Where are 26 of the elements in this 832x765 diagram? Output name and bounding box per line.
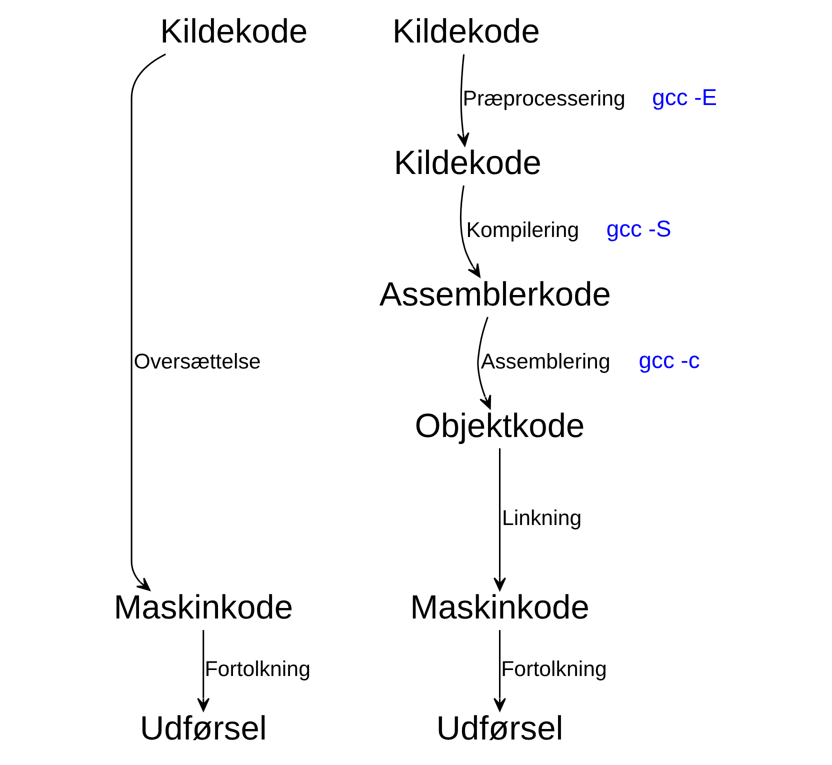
- node-text: Objektkode: [414, 408, 584, 445]
- label: gcc -c: [638, 346, 700, 373]
- edge-label: Assemblering: [480, 349, 610, 374]
- label: gcc -E: [652, 84, 717, 110]
- node-text: Maskinkode: [113, 590, 293, 627]
- label: gcc -S: [606, 216, 671, 242]
- arrow: [130, 54, 166, 591]
- node-text: Kildekode: [160, 14, 308, 51]
- node-text: Udførsel: [436, 710, 563, 748]
- node-text: Kildekode: [393, 145, 541, 182]
- arrow: [493, 630, 506, 712]
- edge-label: Linkning: [501, 506, 582, 530]
- arrow: [456, 54, 469, 146]
- arrow: [460, 185, 480, 278]
- edge-label: Fortolkning: [204, 657, 310, 682]
- edge-label: Oversættelse: [133, 349, 260, 374]
- node-text: Maskinkode: [410, 590, 589, 627]
- arrow: [476, 316, 491, 410]
- node-text: Kildekode: [392, 14, 540, 51]
- edge-label: Kompilering: [466, 218, 579, 242]
- edge-label: Fortolkning: [500, 657, 606, 682]
- node-text: Udførsel: [139, 710, 266, 748]
- arrow: [493, 448, 506, 591]
- node-text: Assemblerkode: [378, 276, 611, 314]
- arrow: [196, 630, 210, 712]
- edge-label: Præprocessering: [462, 86, 625, 110]
